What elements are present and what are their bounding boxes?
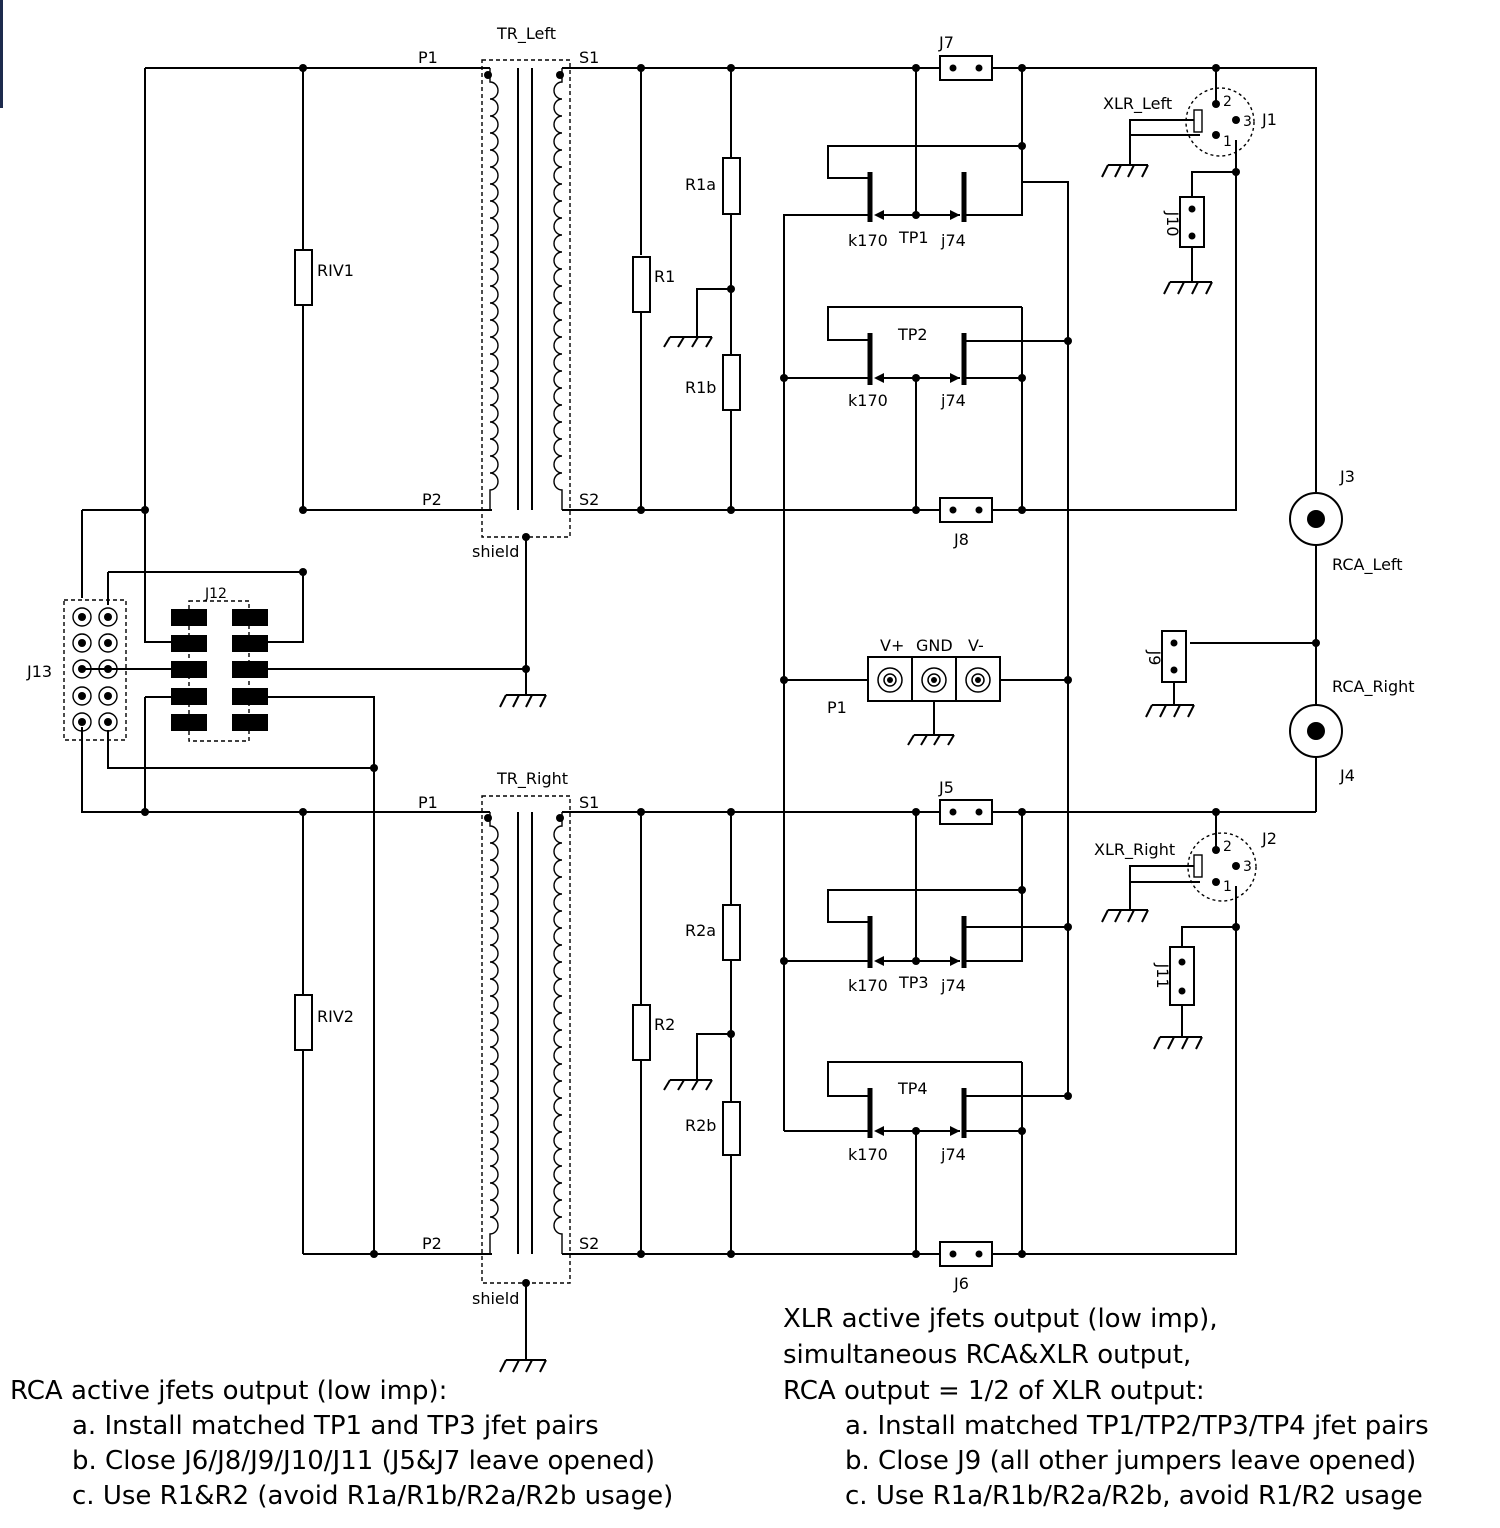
xlr-connectors [1185,87,1257,902]
power-connector-label: P1 [827,698,847,717]
header-j13 [63,599,127,741]
j6-label: J6 [953,1274,969,1293]
xlr-left-pin3: 3 [1243,114,1252,130]
j1-label: J1 [1261,110,1277,129]
junction-dots [141,64,1320,1287]
r2a-label: R2a [685,921,716,940]
tr-left-label: TR_Left [496,24,556,44]
tp3-label: TP3 [898,973,929,992]
notes-xlr: XLR active jfets output (low imp), simul… [783,1304,1429,1511]
tr-right-label: TR_Right [496,769,568,789]
xlr-left-pin2: 2 [1223,94,1232,110]
rca-note-c: c. Use R1&R2 (avoid R1a/R1b/R2a/R2b usag… [72,1481,673,1511]
tp4-j74-label: j74 [940,1145,966,1164]
xlr-note-line1: XLR active jfets output (low imp), [783,1304,1218,1334]
rca-right-label: RCA_Right [1332,677,1415,697]
s1-right-label: S1 [579,793,599,812]
rca-note-b: b. Close J6/J8/J9/J10/J11 (J5&J7 leave o… [72,1446,655,1476]
xlr-note-line2: simultaneous RCA&XLR output, [783,1340,1191,1370]
j10-label: J10 [1163,210,1182,236]
p2-left-label: P2 [422,490,442,509]
resistors [294,157,741,1156]
s1-left-label: S1 [579,48,599,67]
s2-left-label: S2 [579,490,599,509]
tp2-k170-label: k170 [848,391,888,410]
rca-note-a: a. Install matched TP1 and TP3 jfet pair… [72,1411,599,1441]
rca-jacks [1289,492,1343,758]
tp2-j74-label: j74 [940,391,966,410]
r2b-label: R2b [685,1116,716,1135]
xlr-note-a: a. Install matched TP1/TP2/TP3/TP4 jfet … [845,1411,1429,1441]
xlr-note-b: b. Close J9 (all other jumpers leave ope… [845,1446,1416,1476]
window-edge-strip [0,0,3,108]
j13-label: J13 [26,662,52,681]
wiring [81,67,1317,1360]
tp4-k170-label: k170 [848,1145,888,1164]
j3-label: J3 [1339,467,1355,486]
r2-label: R2 [654,1015,675,1034]
rca-note-title: RCA active jfets output (low imp): [10,1376,447,1406]
j4-label: J4 [1339,766,1355,785]
xlr-note-c: c. Use R1a/R1b/R2a/R2b, avoid R1/R2 usag… [845,1481,1423,1511]
jumpers [939,55,1205,1267]
tp1-j74-label: j74 [940,231,966,250]
xlr-right-label: XLR_Right [1094,840,1175,860]
tp3-j74-label: j74 [940,976,966,995]
power-connector [867,656,1001,702]
r1-label: R1 [654,267,675,286]
r1b-label: R1b [685,378,716,397]
p1-left-label: P1 [418,48,438,67]
p2-right-label: P2 [422,1234,442,1253]
transformer-left [481,59,571,538]
jfets [867,172,967,1138]
j12-label: J12 [204,586,227,602]
s2-right-label: S2 [579,1234,599,1253]
j5-label: J5 [938,778,954,797]
notes-rca: RCA active jfets output (low imp): a. In… [10,1376,673,1511]
rca-left-label: RCA_Left [1332,555,1403,575]
riv1-label: RIV1 [317,261,354,280]
xlr-right-pin3: 3 [1243,859,1252,875]
r1a-label: R1a [685,175,716,194]
tp1-label: TP1 [898,228,929,247]
gnd-label: GND [916,636,953,655]
transformer-right [481,795,571,1284]
j7-label: J7 [938,33,954,52]
ground-symbols [499,164,1213,1373]
xlr-right-pin1: 1 [1223,879,1232,895]
tp4-label: TP4 [897,1079,928,1098]
xlr-right-pin2: 2 [1223,839,1232,855]
j2-label: J2 [1261,829,1277,848]
header-j12 [171,600,268,742]
j8-label: J8 [953,530,969,549]
component-labels: TR_Left P1 S1 P2 S2 shield RIV1 R1 R1a R… [26,24,1415,1308]
riv2-label: RIV2 [317,1007,354,1026]
p1-right-label: P1 [418,793,438,812]
tp1-k170-label: k170 [848,231,888,250]
tp3-k170-label: k170 [848,976,888,995]
j11-label: J11 [1153,962,1172,988]
shield-right-label: shield [472,1289,519,1308]
vplus-label: V+ [880,636,904,655]
shield-left-label: shield [472,542,519,561]
j9-label: J9 [1145,650,1164,666]
xlr-left-pin1: 1 [1223,134,1232,150]
xlr-left-label: XLR_Left [1103,94,1172,114]
vminus-label: V- [968,636,984,655]
xlr-note-line3: RCA output = 1/2 of XLR output: [783,1376,1205,1406]
tp2-label: TP2 [897,325,928,344]
